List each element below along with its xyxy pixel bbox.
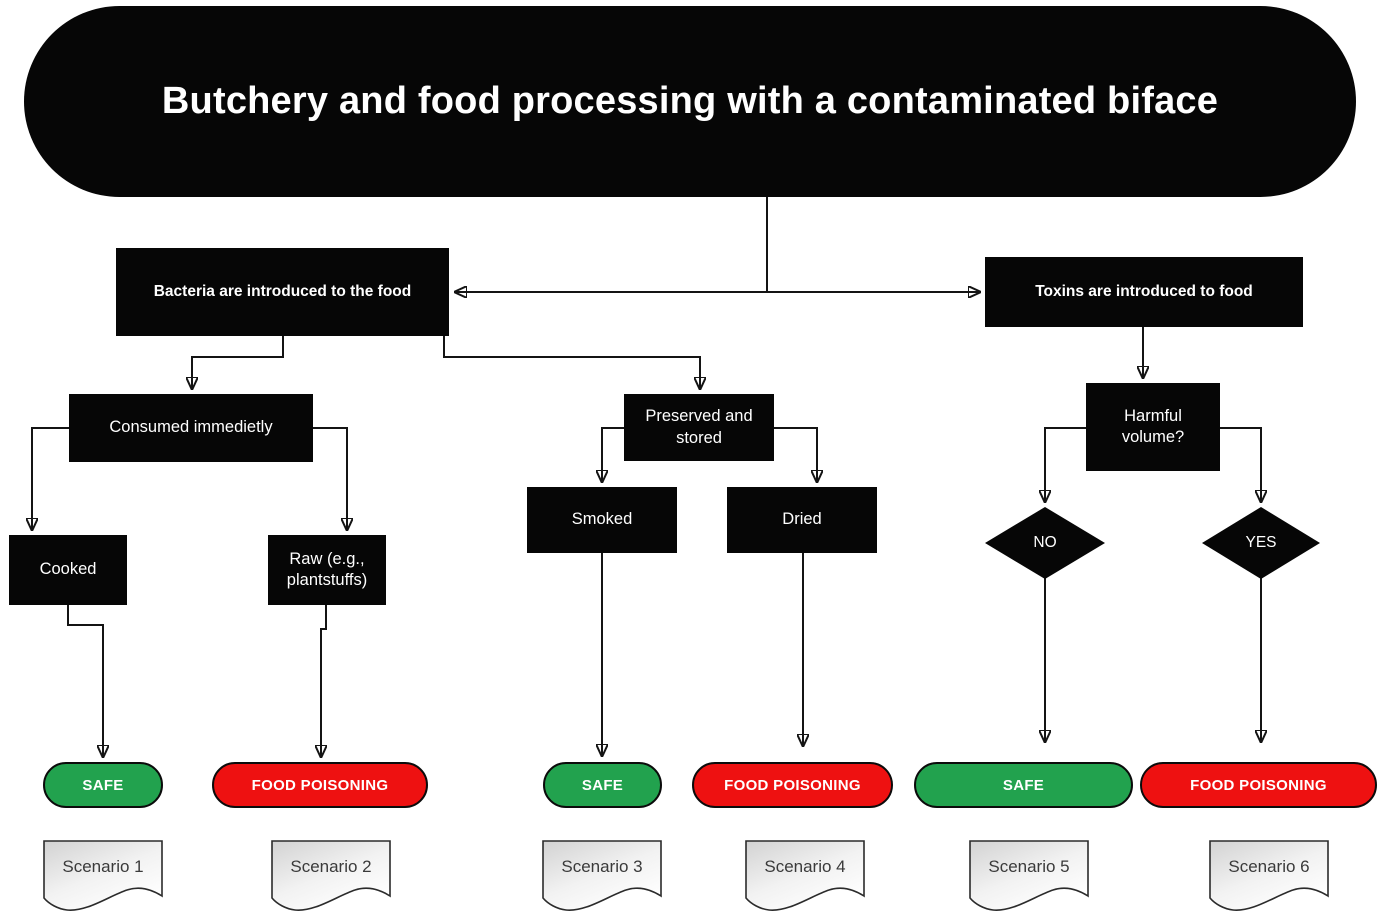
node-raw: Raw (e.g., plantstuffs) <box>268 535 386 605</box>
outcome-pill-3: SAFE <box>543 762 662 808</box>
node-preserved-stored: Preserved and stored <box>624 394 774 461</box>
node-consumed-label: Consumed immedietly <box>109 418 273 437</box>
outcome-pill-5: SAFE <box>914 762 1133 808</box>
node-toxins: Toxins are introduced to food <box>985 257 1303 327</box>
connector-bacteria-consumed <box>192 336 284 389</box>
scenario-document-2: Scenario 2 <box>271 840 391 914</box>
outcome-pill-1: SAFE <box>43 762 163 808</box>
scenario-label: Scenario 5 <box>988 857 1070 876</box>
node-cooked: Cooked <box>9 535 127 605</box>
connector-preserved-smoked <box>602 427 624 482</box>
scenario-document-1: Scenario 1 <box>43 840 163 914</box>
scenario-document-3: Scenario 3 <box>542 840 662 914</box>
node-harmful-volume: Harmful volume? <box>1086 383 1220 471</box>
node-preserved-label: Preserved and stored <box>645 407 753 447</box>
node-cooked-label: Cooked <box>39 560 97 579</box>
page-title: Butchery and food processing with a cont… <box>161 80 1219 122</box>
decision-no-label: NO <box>1033 534 1057 551</box>
scenario-document-4: Scenario 4 <box>745 840 865 914</box>
outcome-pill-6: FOOD POISONING <box>1140 762 1377 808</box>
connector-harmful-yes <box>1220 427 1261 502</box>
node-dried: Dried <box>727 487 877 553</box>
node-raw-label: Raw (e.g., plantstuffs) <box>286 549 368 589</box>
connector-bacteria-preserved <box>443 336 700 389</box>
connector-consumed-cooked <box>32 427 69 530</box>
outcome-pill-4: FOOD POISONING <box>692 762 893 808</box>
document-shape-icon <box>542 840 662 911</box>
scenario-document-5: Scenario 5 <box>969 840 1089 914</box>
outcome-pill-2: FOOD POISONING <box>212 762 428 808</box>
title-node: Butchery and food processing with a cont… <box>24 6 1356 197</box>
connector-cooked-safe <box>67 605 103 757</box>
scenario-label: Scenario 6 <box>1228 857 1310 876</box>
node-dried-label: Dried <box>782 510 822 529</box>
scenario-label: Scenario 2 <box>290 857 372 876</box>
node-bacteria: Bacteria are introduced to the food <box>116 248 449 336</box>
node-smoked-label: Smoked <box>571 510 633 529</box>
scenario-label: Scenario 4 <box>764 857 846 876</box>
node-bacteria-label: Bacteria are introduced to the food <box>153 282 412 300</box>
connector-preserved-dried <box>774 427 817 482</box>
document-shape-icon <box>271 840 391 911</box>
document-shape-icon <box>43 840 163 911</box>
scenario-document-6: Scenario 6 <box>1209 840 1329 914</box>
scenario-label: Scenario 3 <box>561 857 643 876</box>
node-harmful-label: Harmful volume? <box>1121 406 1185 446</box>
decision-yes-label: YES <box>1245 534 1277 551</box>
connector-consumed-raw <box>313 427 347 530</box>
connector-raw-poisoning <box>321 605 327 757</box>
node-consumed-immediately: Consumed immedietly <box>69 394 313 462</box>
document-shape-icon <box>1209 840 1329 911</box>
document-shape-icon <box>969 840 1089 911</box>
node-toxins-label: Toxins are introduced to food <box>1035 282 1253 300</box>
document-shape-icon <box>745 840 865 911</box>
scenario-label: Scenario 1 <box>62 857 144 876</box>
connector-harmful-no <box>1045 427 1086 502</box>
node-smoked: Smoked <box>527 487 677 553</box>
